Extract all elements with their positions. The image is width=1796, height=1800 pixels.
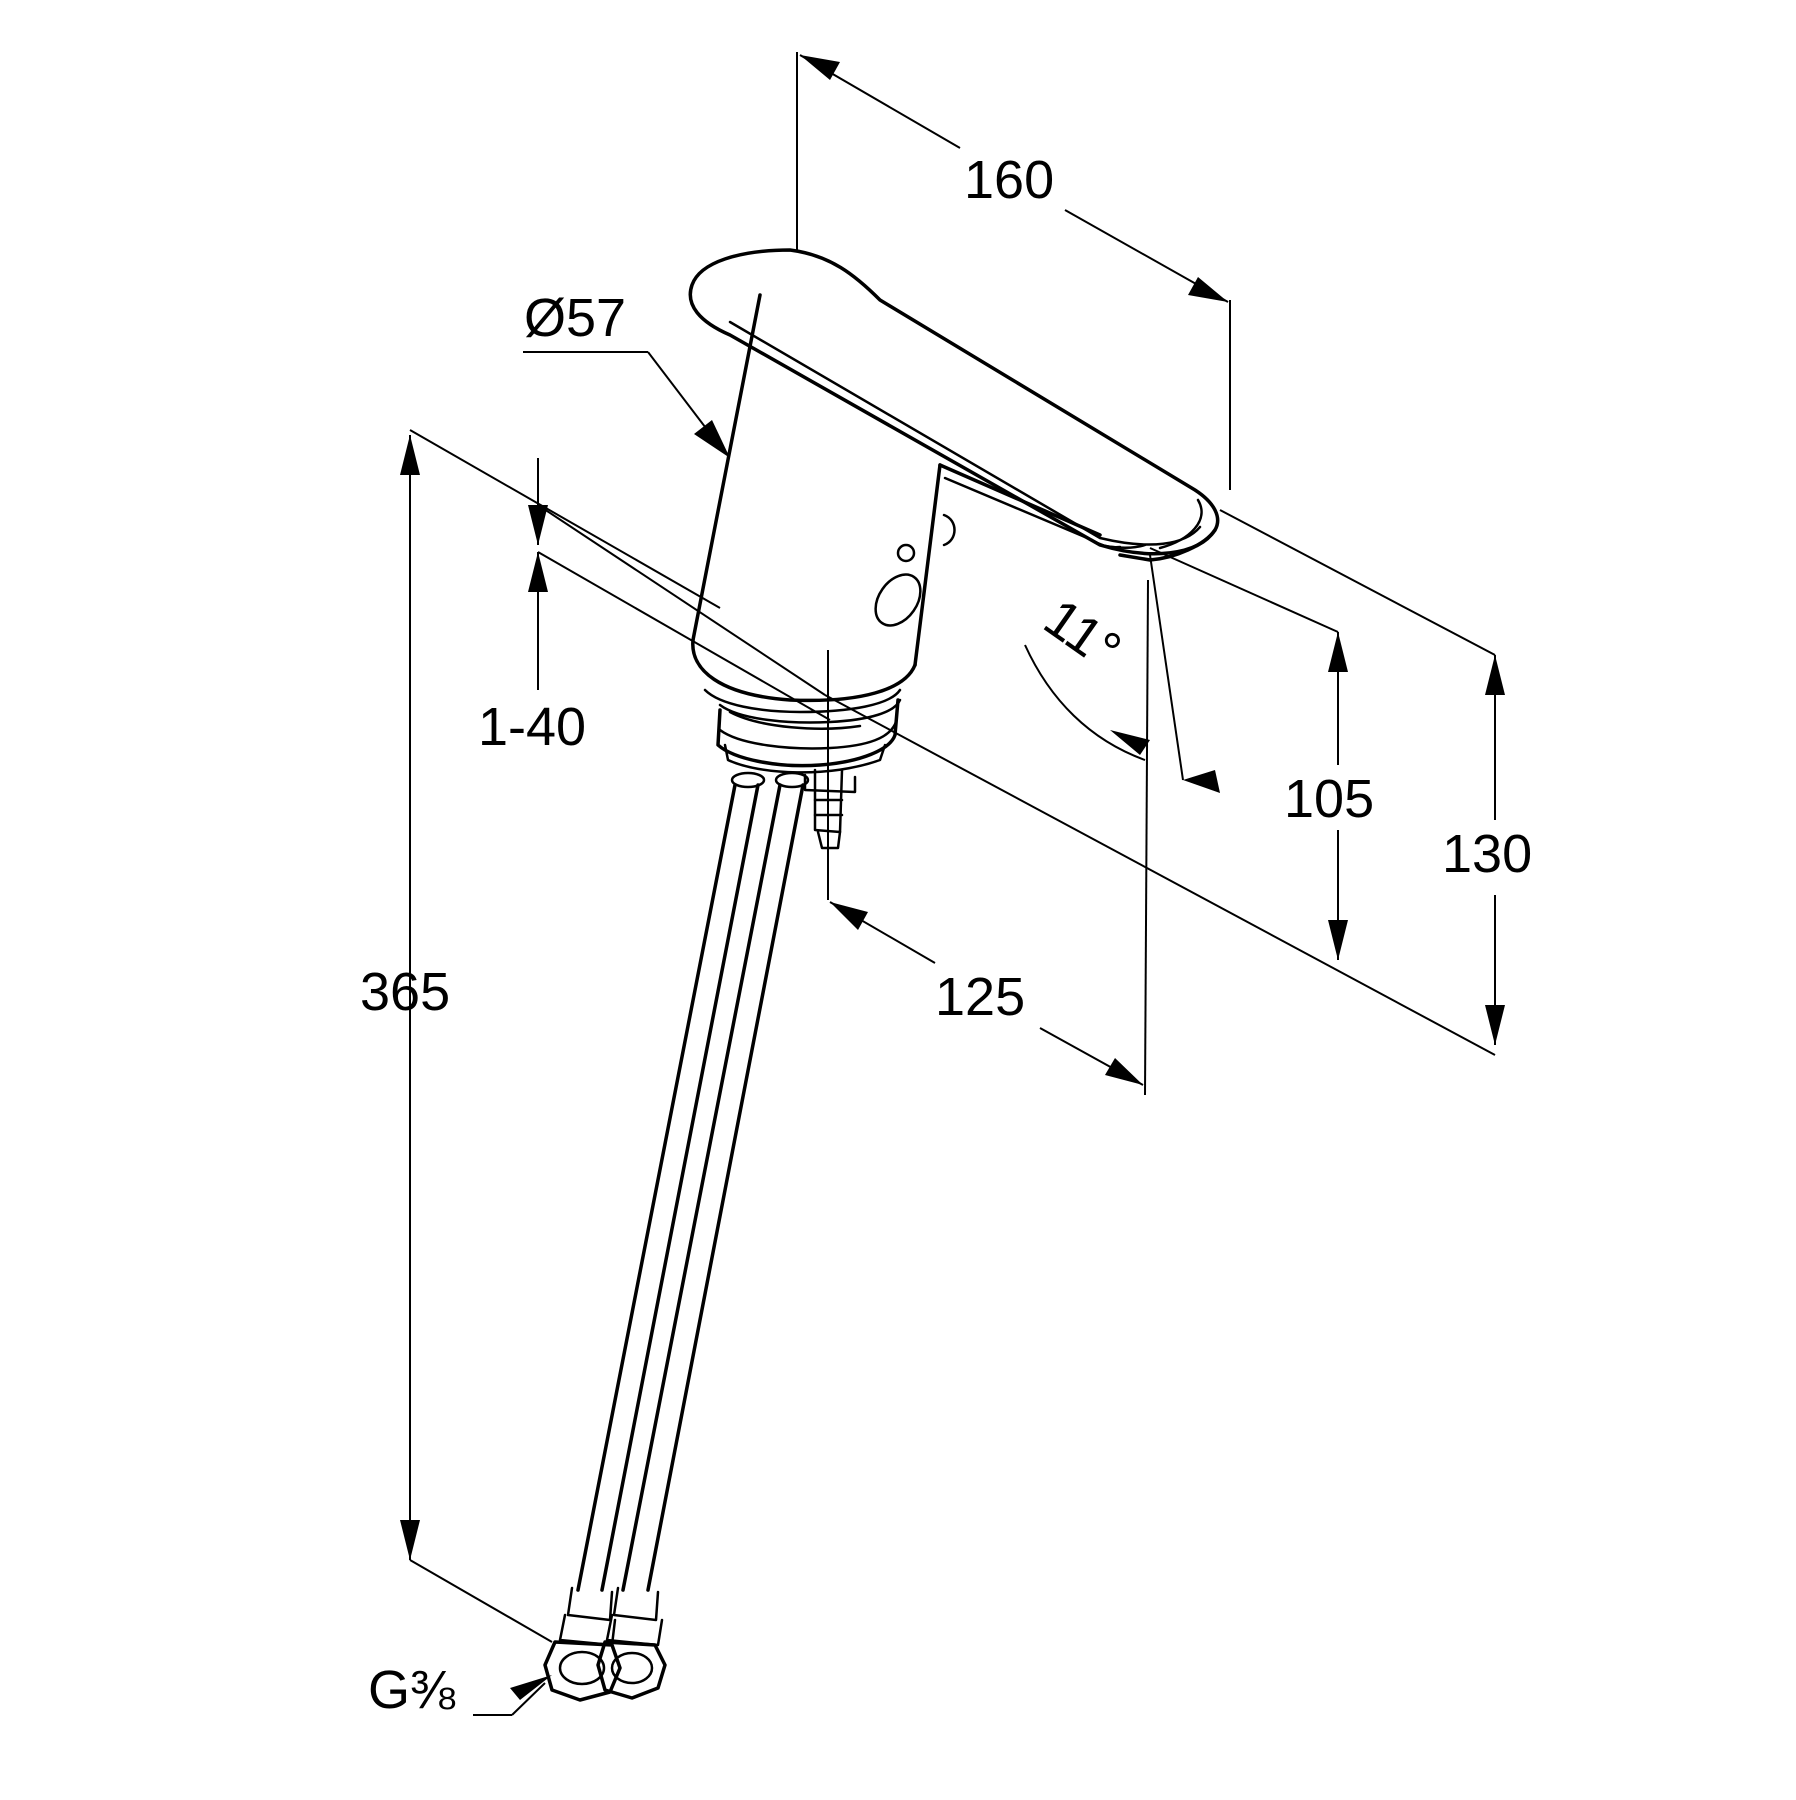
spout-height-label: 105 <box>1284 769 1374 829</box>
spout-angle-label: 11° <box>1033 588 1131 682</box>
spout-reach-label: 125 <box>935 967 1025 1027</box>
dimension-labels: 160 Ø57 1-40 365 125 105 130 11° G⅜ <box>360 150 1532 1720</box>
length-label: 160 <box>964 150 1054 210</box>
hose-length-label: 365 <box>360 962 450 1022</box>
supply-hoses <box>543 771 810 1702</box>
dimension-lines <box>400 52 1505 1716</box>
mounting-range-label: 1-40 <box>478 697 586 757</box>
faucet-body <box>688 248 1220 850</box>
total-height-label: 130 <box>1442 824 1532 884</box>
diameter-label: Ø57 <box>524 288 626 348</box>
connection-thread-label: G⅜ <box>368 1660 456 1720</box>
